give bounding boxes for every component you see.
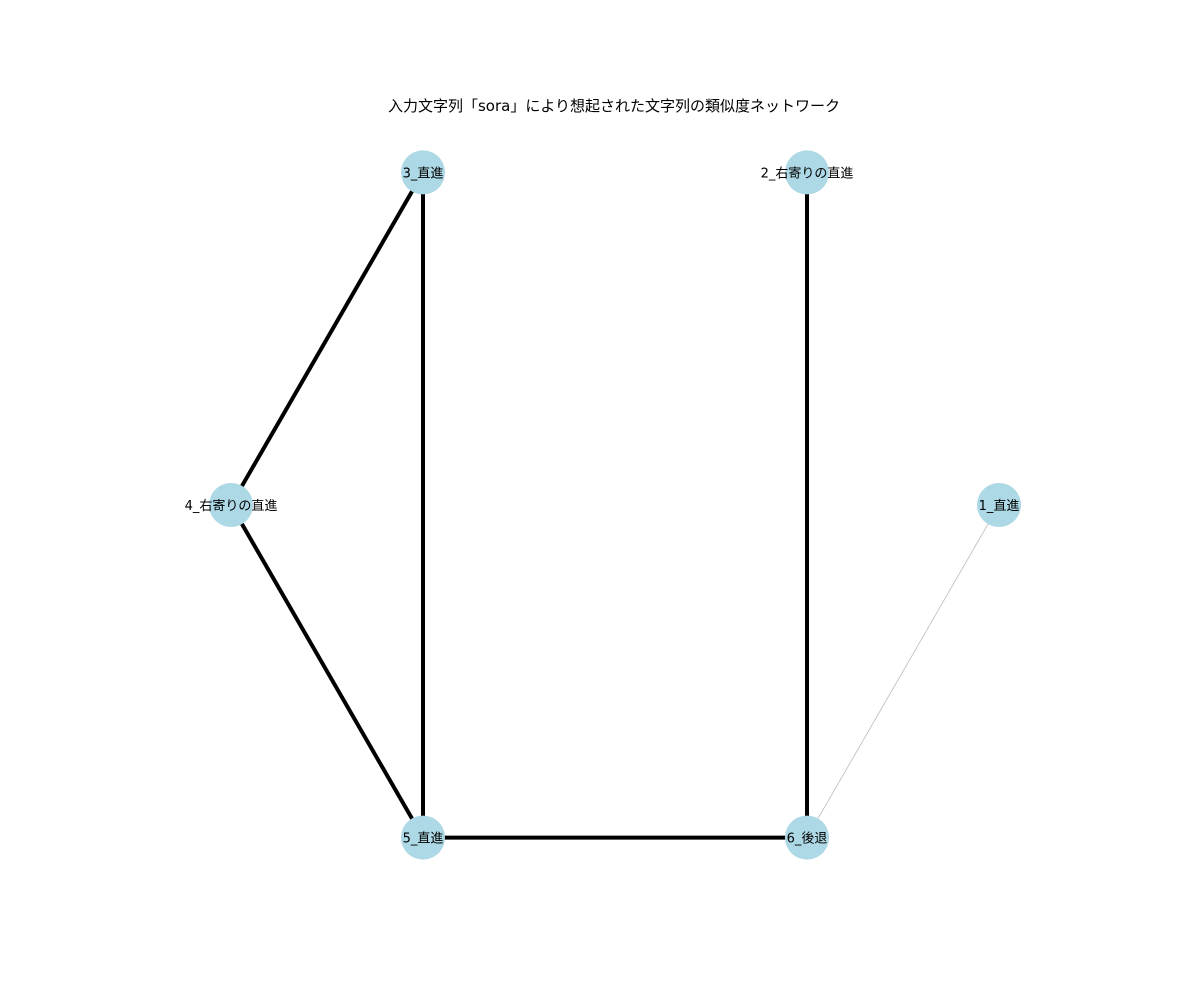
node-4: 4_右寄りの直進 [185,483,278,527]
node-5: 5_直進 [401,815,445,860]
node-label: 3_直進 [403,166,444,181]
node-2: 2_右寄りの直進 [761,150,854,195]
node-1: 1_直進 [977,483,1021,527]
edge-1-6 [806,504,1000,838]
node-6: 6_後退 [785,815,829,860]
node-layer: 1_直進 2_右寄りの直進 3_直進 4_右寄りの直進 5_直進 6_後退 [185,150,1021,860]
edge-layer [229,171,1000,840]
edge-3-4 [229,171,425,506]
node-circle [785,150,829,195]
node-circle [401,815,445,860]
node-circle [209,483,253,527]
diagram-title: 入力文字列「sora」により想起された文字列の類似度ネットワーク [388,97,840,115]
node-circle [977,483,1021,527]
node-label: 5_直進 [403,832,444,847]
node-label: 2_右寄りの直進 [761,165,854,181]
node-3: 3_直進 [401,150,445,195]
node-circle [401,150,445,195]
node-circle [785,815,829,860]
node-label: 6_後退 [787,832,828,847]
node-label: 4_右寄りの直進 [185,498,278,514]
node-label: 1_直進 [979,499,1020,514]
edge-4-5 [229,504,425,839]
